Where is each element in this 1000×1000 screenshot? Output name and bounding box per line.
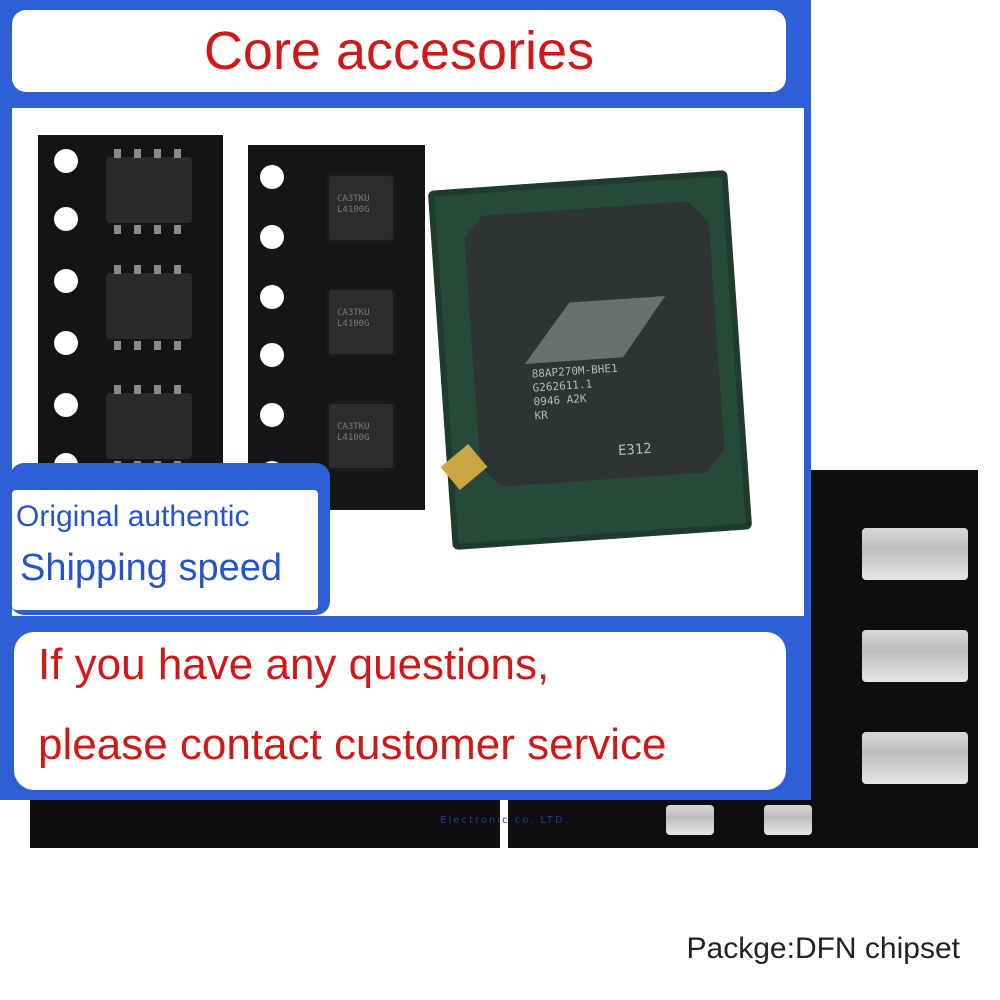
soic-chip [106,393,192,459]
contact-line-1: If you have any questions, [38,640,550,689]
dfn-chip-left [30,800,500,848]
sprocket-hole [260,285,284,309]
dfn-pad [862,528,968,580]
bga-marking: 88AP270M-BHE1 G262611.1 0946 A2K KR [531,361,619,423]
soic-chip [106,157,192,223]
feature-shipping-speed: Shipping speed [20,547,282,589]
sprocket-hole [54,393,78,417]
feature-label-inner [12,490,318,610]
bga-code: E312 [617,440,653,460]
dfn-pad [862,732,968,784]
dfn-pad [862,630,968,682]
dfn-pad [764,805,812,835]
package-caption: Packge:DFN chipset [686,932,960,965]
sprocket-hole [54,207,78,231]
sprocket-hole [260,343,284,367]
sprocket-hole [54,269,78,293]
page-title: Core accesories [203,21,595,81]
sprocket-hole [260,403,284,427]
contact-line-2: please contact customer service [38,720,667,769]
sprocket-hole [54,149,78,173]
watermark: Electronic co. LTD. [440,815,570,826]
soic-tape-reel [38,135,223,510]
sprocket-hole [54,331,78,355]
title-box: Core accesories [12,10,786,92]
sprocket-hole [260,165,284,189]
dfn-pad [666,805,714,835]
feature-original-authentic: Original authentic [16,500,250,533]
sprocket-hole [260,225,284,249]
soic-chip [106,273,192,339]
contact-box [14,632,786,790]
